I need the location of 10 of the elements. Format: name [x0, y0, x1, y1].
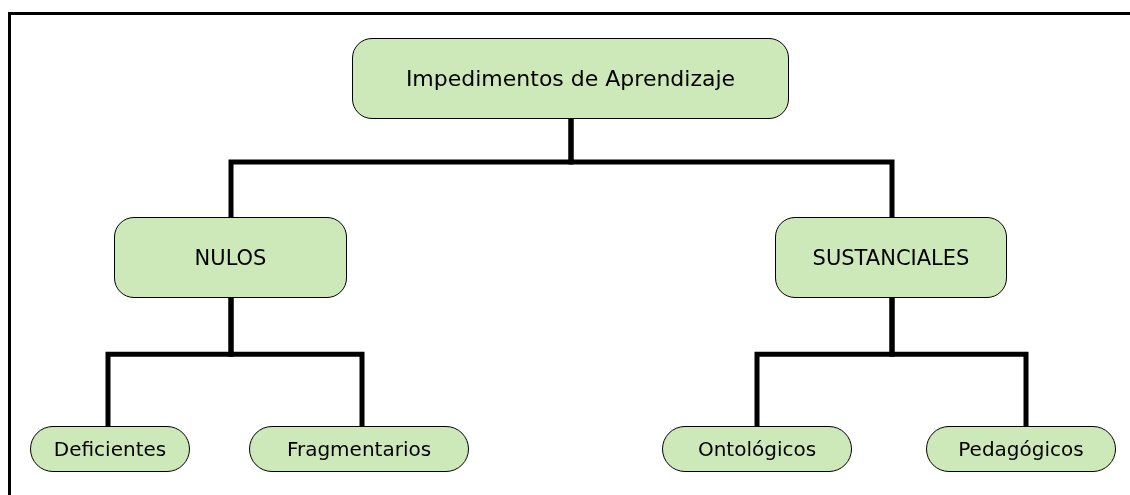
- rounded-box: NULOS: [114, 217, 347, 298]
- rounded-box: Deficientes: [30, 426, 190, 472]
- rounded-box: SUSTANCIALES: [775, 217, 1007, 298]
- rounded-box: Impedimentos de Aprendizaje: [352, 38, 789, 119]
- rounded-box: Fragmentarios: [249, 426, 469, 472]
- rounded-box: Ontológicos: [662, 426, 852, 472]
- connector-line: [228, 298, 365, 426]
- connector-line: [568, 119, 895, 217]
- rounded-box: Pedagógicos: [926, 426, 1116, 472]
- connector-line: [889, 298, 1029, 426]
